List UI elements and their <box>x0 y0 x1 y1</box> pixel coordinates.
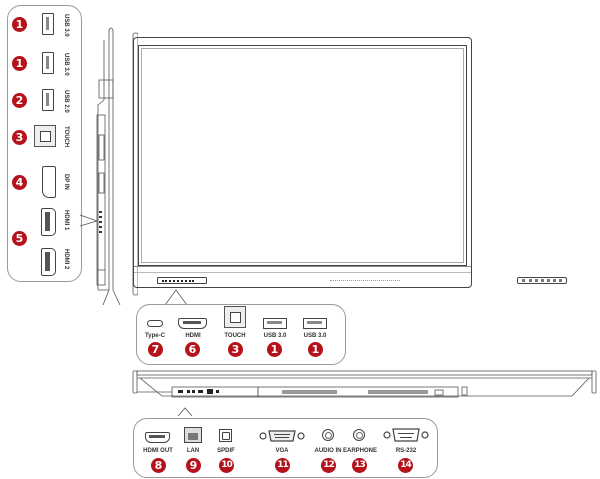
badge-14: 14 <box>398 458 413 473</box>
front-button-cluster <box>517 277 567 284</box>
port-label: USB 3.0 <box>263 333 287 339</box>
monitor-side-view <box>79 27 138 305</box>
hdmi-icon <box>41 208 56 236</box>
port-label: DP IN <box>63 174 69 190</box>
port-label: USB 3.0 <box>303 333 327 339</box>
port-label: HDMI OUT <box>143 448 173 454</box>
badge-9: 9 <box>186 458 201 473</box>
badge-4: 4 <box>12 175 27 190</box>
port-label: HDMI 2 <box>63 249 69 270</box>
vga-icon <box>259 430 305 442</box>
monitor-bezel <box>133 37 472 288</box>
front-callout-pointer <box>165 289 187 305</box>
port-label: USB 3.0 <box>63 14 69 37</box>
badge-11: 11 <box>275 458 290 473</box>
badge-10: 10 <box>219 458 234 473</box>
port-label: HDMI <box>185 333 201 339</box>
badge-6: 6 <box>185 342 200 357</box>
usb-b-icon <box>224 306 246 328</box>
port-label: AUDIO IN <box>314 448 342 454</box>
port-label: EARPHONE <box>342 448 377 454</box>
port-label: HDMI 1 <box>63 210 69 231</box>
badge-1: 1 <box>12 56 27 71</box>
badge-1: 1 <box>308 342 323 357</box>
optical-icon <box>219 429 232 442</box>
sensor-dots <box>330 280 400 282</box>
usb-a-icon <box>42 89 54 111</box>
monitor-bottom-rail <box>134 266 471 273</box>
badge-1: 1 <box>12 17 27 32</box>
port-label: USB 2.0 <box>63 90 69 113</box>
usb-b-icon <box>34 125 56 147</box>
port-label: TOUCH <box>224 333 246 339</box>
badge-3: 3 <box>12 130 27 145</box>
hdmi-icon <box>41 248 56 276</box>
audio-jack-icon <box>322 429 334 441</box>
rj45-icon <box>184 427 202 443</box>
port-label: Type-C <box>145 333 165 339</box>
usb-a-icon <box>42 13 54 35</box>
displayport-icon <box>42 166 56 198</box>
monitor-screen <box>138 45 467 266</box>
badge-12: 12 <box>321 458 336 473</box>
hdmi-icon <box>145 432 170 443</box>
port-label: VGA <box>275 448 289 454</box>
usb-a-icon <box>303 318 327 329</box>
badge-1: 1 <box>267 342 282 357</box>
badge-8: 8 <box>151 458 166 473</box>
front-io-cluster <box>157 277 207 284</box>
port-label: USB 3.0 <box>63 53 69 76</box>
badge-3: 3 <box>228 342 243 357</box>
badge-2: 2 <box>12 93 27 108</box>
port-label: RS-232 <box>395 448 417 454</box>
monitor-bottom-view <box>132 370 597 416</box>
usb-a-icon <box>42 52 54 74</box>
badge-7: 7 <box>148 342 163 357</box>
rs232-icon <box>383 428 429 442</box>
badge-13: 13 <box>352 458 367 473</box>
port-label: SPDIF <box>217 448 235 454</box>
badge-5: 5 <box>12 231 27 246</box>
port-label: LAN <box>186 448 200 454</box>
port-label: TOUCH <box>63 126 69 148</box>
usb-c-icon <box>147 320 163 327</box>
hdmi-icon <box>178 318 207 329</box>
usb-a-icon <box>263 318 287 329</box>
audio-jack-icon <box>353 429 365 441</box>
